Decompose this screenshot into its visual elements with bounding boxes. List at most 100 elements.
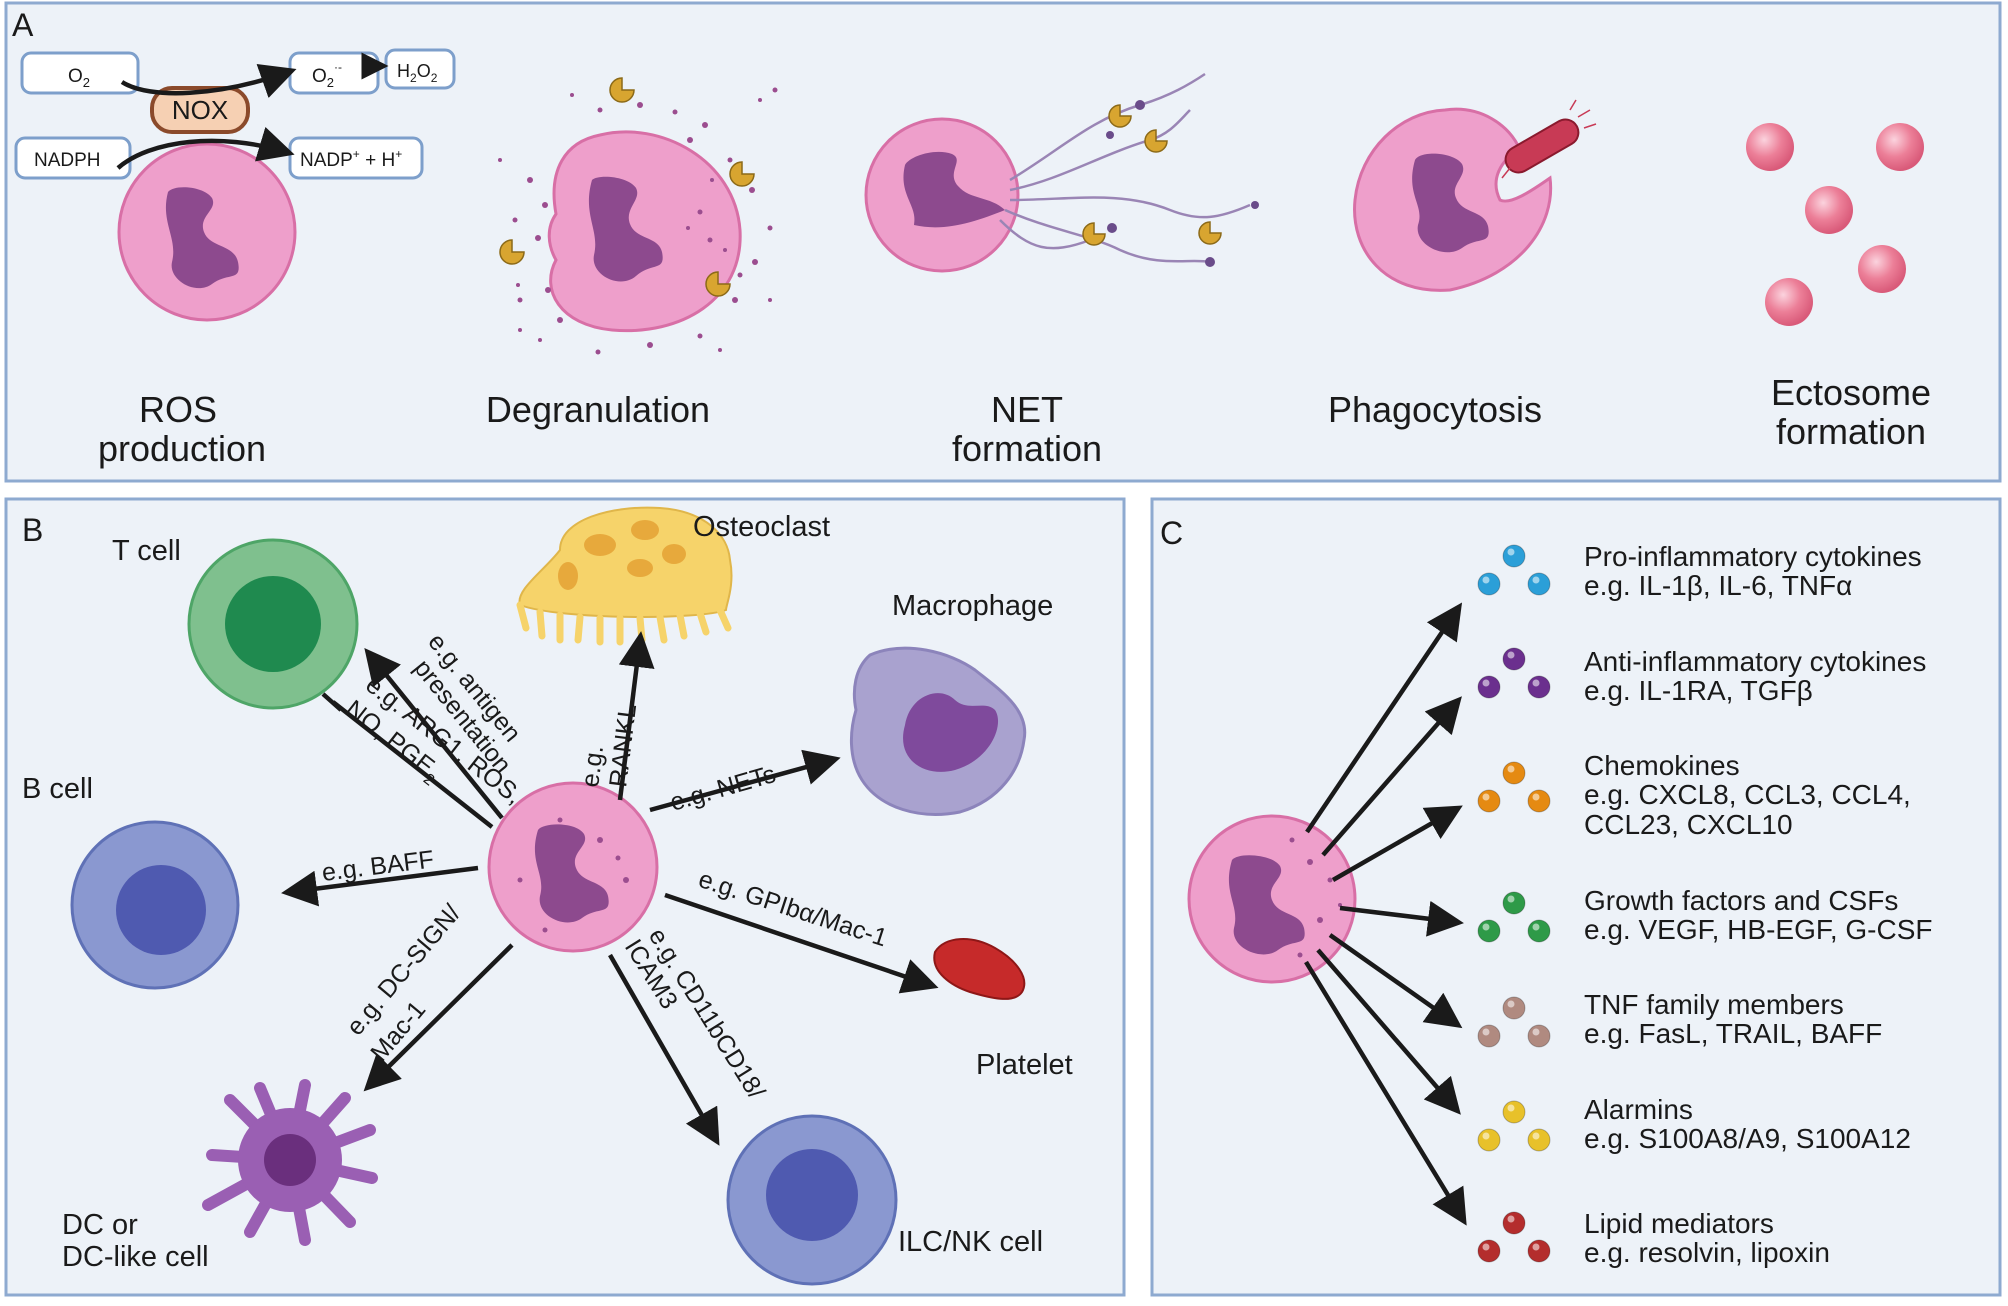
ectosome-vesicles (1746, 123, 1924, 326)
mediator-molecule-highlight (1482, 1132, 1490, 1140)
mediator-molecule (1502, 544, 1526, 568)
mediator-title-lipid-mediators: Lipid mediators (1584, 1208, 1774, 1239)
dc-label-1: DC or (62, 1209, 138, 1241)
ectosome-vesicle (1858, 245, 1906, 293)
panel-c: C Pro-inflammatory cytokines e.g. IL-1β,… (1150, 497, 2002, 1297)
b-cell-label: B cell (22, 773, 93, 805)
mediator-examples2-chemokines: CCL23, CXCL10 (1584, 809, 1793, 840)
ectosome-vesicle (1765, 278, 1813, 326)
mediator-examples-pro-inflammatory: e.g. IL-1β, IL-6, TNFα (1584, 570, 1852, 601)
mediator-molecule-highlight (1507, 1104, 1515, 1112)
mediator-examples-growth-factors: e.g. VEGF, HB-EGF, G-CSF (1584, 914, 1933, 945)
ilc-nk-label: ILC/NK cell (898, 1226, 1043, 1258)
mediator-molecule-highlight (1507, 1215, 1515, 1223)
arrow-to-platelet (664, 892, 939, 994)
mediator-molecule (1527, 675, 1551, 699)
arrow-to-dc (363, 943, 514, 1092)
panel-b-neutrophil (487, 781, 659, 953)
ilc-nk-cell (726, 1114, 898, 1286)
o2-box (20, 51, 140, 95)
mediator-molecule-highlight (1482, 576, 1490, 584)
arrow-lipid-mediators (1304, 960, 1467, 1226)
mediator-molecule-highlight (1507, 651, 1515, 659)
panel-a-labels: ROS production Degranulation NET formati… (98, 372, 1931, 469)
mediator-molecule-highlight (1482, 679, 1490, 687)
platelet-label: Platelet (976, 1049, 1073, 1081)
arrow-to-macrophage (649, 749, 841, 813)
panel-b: B T cell Osteoclast (4, 497, 1126, 1297)
osteoclast (516, 506, 733, 646)
phagocyte-nucleus (1412, 153, 1489, 253)
mediator-examples-lipid-mediators: e.g. resolvin, lipoxin (1584, 1237, 1830, 1268)
mediator-molecule-highlight (1532, 923, 1540, 931)
mediator-molecule (1527, 919, 1551, 943)
mediator-molecule-highlight (1532, 793, 1540, 801)
o2-to-superoxide-arrow (120, 64, 297, 98)
mediator-molecule-highlight (1532, 1028, 1540, 1036)
panel-c-letter: C (1160, 515, 1183, 551)
panel-a: A O2 NADPH O2·- H2O2 NADP+ + H+ NOX (4, 1, 2002, 483)
mediator-molecule (1502, 1211, 1526, 1235)
panel-b-arrows (281, 631, 939, 1146)
granule-scatter (498, 87, 778, 355)
t-cell (187, 538, 359, 710)
panel-a-letter: A (12, 7, 34, 43)
bacterium-icon (1501, 99, 1597, 179)
mediator-title-alarmins: Alarmins (1584, 1094, 1693, 1125)
panel-c-neutrophil (1187, 814, 1357, 984)
mediator-title-anti-inflammatory: Anti-inflammatory cytokines (1584, 646, 1926, 677)
label-net-1: NET (991, 389, 1063, 430)
label-net-2: formation (952, 428, 1102, 469)
mediator-examples-alarmins: e.g. S100A8/A9, S100A12 (1584, 1123, 1911, 1154)
panel-c-arrows (1304, 602, 1467, 1226)
mediator-molecule-highlight (1482, 793, 1490, 801)
nadp-label: NADP+ + H+ (300, 147, 402, 171)
mediator-examples-tnf-family: e.g. FasL, TRAIL, BAFF (1584, 1018, 1882, 1049)
arrow-chemokines (1331, 805, 1463, 882)
mediator-molecule-highlight (1532, 1243, 1540, 1251)
platelet (933, 938, 1026, 1000)
mediator-molecule (1527, 789, 1551, 813)
ectosome-vesicle (1805, 186, 1853, 234)
b-cell (70, 820, 240, 990)
rankl-label-1: e.g. (576, 744, 609, 789)
mediator-labels: Pro-inflammatory cytokines e.g. IL-1β, I… (1584, 541, 1933, 1268)
panel-b-letter: B (22, 512, 43, 548)
mediator-examples-chemokines: e.g. CXCL8, CCL3, CCL4, (1584, 779, 1911, 810)
mediator-molecule-highlight (1482, 923, 1490, 931)
mediator-molecule (1527, 1024, 1551, 1048)
mediator-molecule-highlight (1482, 1028, 1490, 1036)
arrow-to-osteoclast (617, 631, 655, 801)
arrow-tnf-family (1328, 933, 1463, 1029)
macrophage (849, 646, 1027, 816)
neutrophil-granules (1289, 837, 1342, 958)
neutrophil-body (117, 142, 297, 322)
degranulating-neutrophil-nucleus (588, 176, 663, 282)
neutrophil-body (1187, 814, 1357, 984)
mediator-molecule (1477, 789, 1501, 813)
mediator-molecule (1502, 647, 1526, 671)
arrow-growth-factors (1339, 900, 1464, 937)
mediator-molecule (1477, 919, 1501, 943)
nadph-label: NADPH (34, 150, 101, 171)
mediator-molecule-highlight (1532, 679, 1540, 687)
mediator-molecule (1502, 761, 1526, 785)
net-granule-proteins (1082, 104, 1222, 246)
mediator-molecule-highlight (1507, 1000, 1515, 1008)
mediator-molecule (1527, 1239, 1551, 1263)
mediator-molecule (1477, 675, 1501, 699)
neutrophil-nucleus (165, 187, 239, 289)
mediator-dot-clusters (1477, 544, 1551, 1263)
mediator-molecule (1477, 1128, 1501, 1152)
ectosome-vesicle (1746, 123, 1794, 171)
mediator-molecule (1527, 1128, 1551, 1152)
label-degranulation: Degranulation (486, 389, 710, 430)
mediator-examples-anti-inflammatory: e.g. IL-1RA, TGFβ (1584, 675, 1813, 706)
label-ectosome-1: Ectosome (1771, 372, 1931, 413)
ectosome-vesicle (1876, 123, 1924, 171)
arrow-anti-inflammatory (1321, 696, 1462, 857)
arrow-pro-inflammatory (1305, 602, 1463, 834)
label-ros-2: production (98, 428, 266, 469)
mediator-molecule-highlight (1507, 548, 1515, 556)
degranulation-illustration (498, 77, 778, 355)
